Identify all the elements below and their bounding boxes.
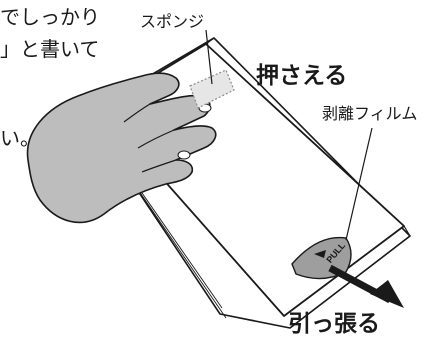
cropped-text-top: でしっかり	[0, 5, 100, 29]
cropped-text-low: い。	[0, 126, 40, 150]
label-pull: 引っ張る	[288, 311, 380, 337]
sponge-leader	[205, 29, 213, 85]
release-film-leader	[345, 127, 373, 241]
hand-icon	[26, 72, 217, 224]
pull-arrow-on-tab-icon	[314, 250, 326, 258]
label-press: 押さえる	[256, 63, 348, 89]
label-sponge: スポンジ	[140, 12, 205, 31]
cropped-text-mid: 」と書いて	[0, 37, 100, 61]
label-release-film: 剥離フィルム	[322, 104, 418, 123]
sponge-patch	[189, 69, 235, 109]
pull-direction-arrow-icon	[328, 264, 404, 308]
